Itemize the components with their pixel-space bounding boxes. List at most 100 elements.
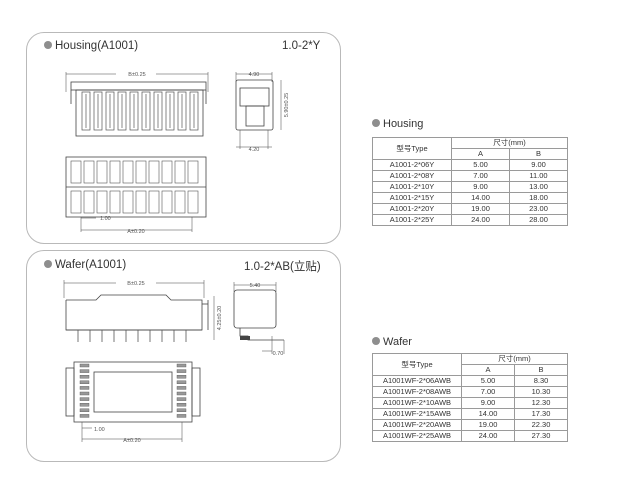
housing-panel: [26, 32, 341, 244]
table-cell-a: 9.00: [451, 181, 510, 193]
table-cell-a: 14.00: [461, 408, 515, 420]
cavity-cell: [148, 190, 160, 214]
table-cell-b: 23.00: [509, 203, 568, 215]
solder-pad: [79, 374, 90, 379]
col-b-header: B: [509, 148, 568, 160]
wafer-table-title-wrap: Wafer: [372, 336, 412, 348]
bullet-icon: [372, 337, 380, 345]
table-cell-b: 28.00: [509, 214, 568, 226]
table-cell-a: 19.00: [451, 203, 510, 215]
contact-slot: [141, 91, 151, 131]
housing-drawing: B±0.25 4.90 5.90±0.25 4.20 1.00 A±0.20: [65, 72, 290, 235]
solder-pad: [79, 363, 90, 368]
housing-dim-side-w: 4.90: [249, 72, 260, 78]
cavity-cell: [174, 160, 186, 184]
contact-slot: [129, 91, 139, 131]
contact-slot: [153, 91, 163, 131]
col-dim-header: 尺寸(mm): [461, 353, 568, 365]
table-cell-a: 7.00: [461, 386, 515, 398]
cavity-cell: [174, 190, 186, 214]
contact-slot: [117, 91, 127, 131]
table-cell-type: A1001-2*20Y: [372, 203, 452, 215]
wafer-panel: [26, 250, 341, 462]
table-cell-b: 8.30: [514, 375, 568, 387]
housing-dim-side-bottom: 4.20: [249, 147, 260, 153]
table-cell-b: 18.00: [509, 192, 568, 204]
table-cell-a: 5.00: [461, 375, 515, 387]
housing-dim-side-h: 5.90±0.25: [284, 93, 290, 117]
housing-dim-b: B±0.25: [128, 72, 145, 78]
housing-panel-title-wrap: Housing(A1001): [44, 40, 138, 52]
cavity-cell: [135, 190, 147, 214]
cavity-cell: [109, 190, 121, 214]
housing-panel-title: Housing(A1001): [55, 40, 139, 52]
table-cell-type: A1001WF-2*10AWB: [372, 397, 462, 409]
wafer-drawing: B±0.25 4.25±0.20 5.40 0.70 1.00 A±0.20: [63, 280, 285, 444]
cavity-cell: [70, 160, 82, 184]
housing-dim-pitch: 1.00: [100, 216, 111, 222]
table-cell-type: A1001WF-2*08AWB: [372, 386, 462, 398]
bullet-icon: [44, 260, 52, 268]
col-b-header: B: [514, 364, 568, 376]
table-cell-b: 10.30: [514, 386, 568, 398]
table-cell-type: A1001-2*10Y: [372, 181, 452, 193]
table-cell-b: 11.00: [509, 170, 568, 182]
table-cell-type: A1001WF-2*25AWB: [372, 430, 462, 442]
cavity-cell: [122, 160, 134, 184]
solder-pad: [176, 380, 187, 385]
contact-slot: [81, 91, 91, 131]
table-cell-a: 5.00: [451, 159, 510, 171]
solder-pad: [176, 391, 187, 396]
table-cell-a: 19.00: [461, 419, 515, 431]
wafer-panel-title-wrap: Wafer(A1001): [44, 259, 126, 271]
solder-pad: [79, 402, 90, 407]
col-a-header: A: [461, 364, 515, 376]
wafer-dim-side-w: 5.40: [250, 283, 261, 289]
bullet-icon: [372, 119, 380, 127]
table-cell-a: 14.00: [451, 192, 510, 204]
solder-pad: [79, 386, 90, 390]
bullet-icon: [44, 41, 52, 49]
wafer-dim-pitch: 1.00: [94, 427, 105, 433]
table-cell-type: A1001-2*15Y: [372, 192, 452, 204]
table-cell-a: 7.00: [451, 170, 510, 182]
housing-dim-a: A±0.20: [127, 229, 144, 235]
contact-slot: [189, 91, 199, 131]
wafer-table-title: Wafer: [383, 336, 412, 348]
housing-panel-code: 1.0-2*Y: [282, 40, 321, 52]
table-cell-b: 13.00: [509, 181, 568, 193]
cavity-cell: [96, 160, 108, 184]
table-cell-b: 12.30: [514, 397, 568, 409]
wafer-dim-a: A±0.20: [123, 438, 140, 444]
solder-pad: [176, 374, 187, 379]
housing-table-title-wrap: Housing: [372, 118, 423, 130]
cavity-cell: [187, 190, 199, 214]
table-cell-b: 27.30: [514, 430, 568, 442]
solder-pad: [176, 408, 187, 413]
solder-pad: [79, 397, 90, 401]
table-cell-type: A1001-2*25Y: [372, 214, 452, 226]
cavity-cell: [161, 190, 173, 214]
cavity-cell: [161, 160, 173, 184]
housing-table-title: Housing: [383, 118, 424, 130]
wafer-panel-title: Wafer(A1001): [55, 259, 127, 271]
solder-pad: [176, 386, 187, 390]
cavity-cell: [70, 190, 82, 214]
table-cell-type: A1001WF-2*06AWB: [372, 375, 462, 387]
table-cell-type: A1001-2*06Y: [372, 159, 452, 171]
solder-pad: [176, 369, 187, 373]
table-cell-a: 24.00: [451, 214, 510, 226]
solder-pad: [176, 402, 187, 407]
table-cell-b: 17.30: [514, 408, 568, 420]
cavity-cell: [135, 160, 147, 184]
table-cell-type: A1001WF-2*15AWB: [372, 408, 462, 420]
table-cell-type: A1001-2*08Y: [372, 170, 452, 182]
cavity-cell: [148, 160, 160, 184]
